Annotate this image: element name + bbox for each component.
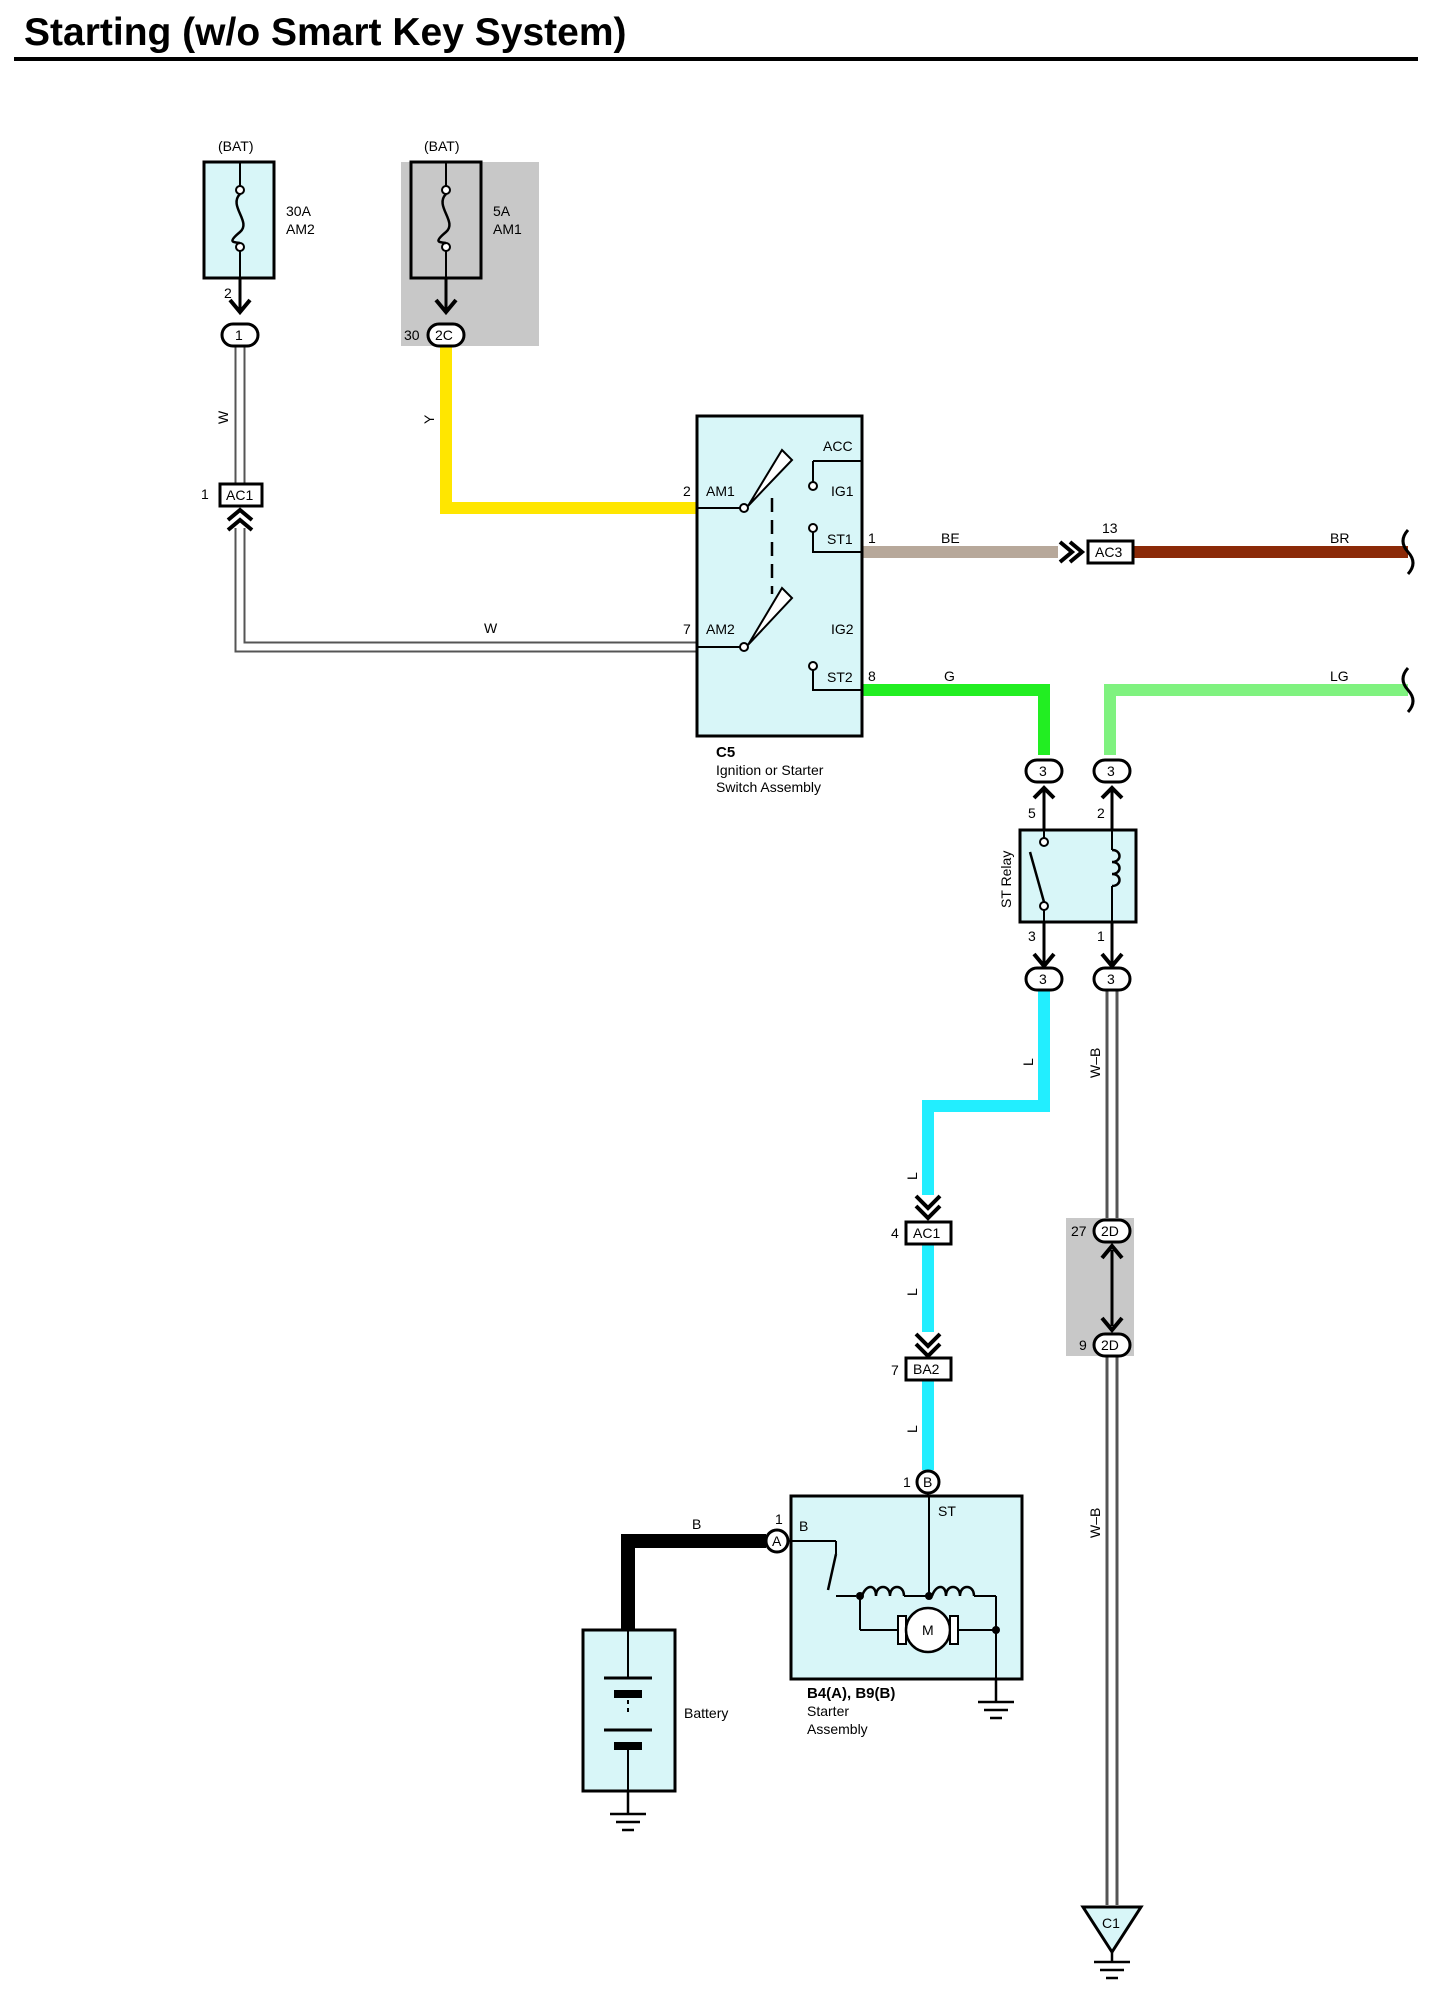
switch-code: C5 (716, 744, 735, 761)
junction-2d-name-bottom: 2D (1101, 1337, 1119, 1353)
ba2-pin: 7 (891, 1362, 899, 1378)
wire-label-g: G (944, 668, 955, 684)
wire-label-be: BE (941, 530, 960, 546)
connector-ba2: 7 BA2 (891, 1332, 953, 1382)
connector-ac3: 13 AC3 (1058, 520, 1135, 565)
starter-code: B4(A), B9(B) (807, 1685, 895, 1702)
fuse-am2-conn: 1 (235, 327, 243, 343)
wire-label-w2: W (484, 620, 498, 636)
fuse-am2-source: (BAT) (218, 138, 254, 154)
wire-label-l4: L (904, 1425, 920, 1433)
ac1-low-name: AC1 (913, 1225, 940, 1241)
fuse-am2-pin: 2 (224, 285, 232, 301)
fuse-am2-rating: 30A (286, 203, 312, 219)
switch-pin-st1: 1 (868, 530, 876, 546)
connector-ac1-low: 4 AC1 (891, 1194, 953, 1246)
wire-label-y: Y (421, 414, 437, 424)
starter-pin-b: 1 (903, 1474, 911, 1490)
wire-label-wb1: W–B (1087, 1048, 1103, 1078)
ac1-top-name: AC1 (226, 487, 253, 503)
wire-label-l1: L (1020, 1058, 1036, 1066)
switch-pin-am2: 7 (683, 621, 691, 637)
wire-b (621, 1534, 766, 1630)
ground-c1: C1 (1080, 1905, 1144, 1980)
junction-2d-name-top: 2D (1101, 1223, 1119, 1239)
wire-l (922, 990, 1050, 1195)
relay-name: ST Relay (998, 851, 1014, 908)
wire-label-wb2: W–B (1087, 1508, 1103, 1538)
fuse-am1: (BAT) 5A AM1 30 2C (404, 138, 522, 348)
wire-y (440, 346, 697, 514)
fuse-am2-name: AM2 (286, 221, 315, 237)
switch-label-ig1: IG1 (831, 483, 854, 499)
starter-label-b: B (799, 1518, 808, 1534)
relay-conn-top-left: 3 (1039, 763, 1047, 779)
wire-label-b: B (692, 1516, 701, 1532)
switch-name-line2: Switch Assembly (716, 779, 821, 795)
fuse-am1-pin: 30 (404, 327, 420, 343)
switch-pin-am1: 2 (683, 483, 691, 499)
relay-pin1: 1 (1097, 928, 1105, 944)
wire-label-br: BR (1330, 530, 1349, 546)
ba2-name: BA2 (913, 1361, 940, 1377)
starter-label-st: ST (938, 1503, 956, 1519)
junction-2d: 27 2D 9 2D (1071, 1218, 1132, 1358)
switch-label-ig2: IG2 (831, 621, 854, 637)
starter-motor-label: M (922, 1622, 934, 1638)
starter-conn-a: A (772, 1533, 782, 1549)
fuse-am1-name: AM1 (493, 221, 522, 237)
battery: Battery (581, 1628, 728, 1832)
relay-conn-bottom-left: 3 (1039, 971, 1047, 987)
ac1-low-pin: 4 (891, 1225, 899, 1241)
starter-conn-b: B (923, 1474, 932, 1490)
title-underline (14, 57, 1418, 61)
switch-name-line1: Ignition or Starter (716, 762, 824, 778)
ac3-name: AC3 (1095, 544, 1122, 560)
junction-2d-pin-bottom: 9 (1079, 1337, 1087, 1353)
switch-label-am2: AM2 (706, 621, 735, 637)
switch-label-st1: ST1 (827, 531, 853, 547)
wire-break-lg (1401, 666, 1415, 714)
relay-conn-top-right: 3 (1107, 763, 1115, 779)
ground-c1-label: C1 (1102, 1915, 1120, 1931)
starter-name-line1: Starter (807, 1703, 849, 1719)
wire-lg (1104, 684, 1408, 755)
wire-label-w1: W (215, 410, 231, 424)
switch-pin-st2: 8 (868, 668, 876, 684)
wire-label-l2: L (904, 1172, 920, 1180)
wire-w (234, 346, 697, 653)
switch-label-st2: ST2 (827, 669, 853, 685)
switch-label-am1: AM1 (706, 483, 735, 499)
ac1-top-pin: 1 (201, 486, 209, 502)
junction-2d-pin-top: 27 (1071, 1223, 1087, 1239)
relay-pin5: 5 (1028, 805, 1036, 821)
fuse-am2: (BAT) 30A AM2 2 1 (202, 138, 315, 348)
battery-label: Battery (684, 1705, 728, 1721)
wire-label-lg: LG (1330, 668, 1349, 684)
fuse-am1-rating: 5A (493, 203, 511, 219)
relay-conn-bottom-right: 3 (1107, 971, 1115, 987)
relay-pin3: 3 (1028, 928, 1036, 944)
relay-pin2: 2 (1097, 805, 1105, 821)
st-relay: 3 3 5 2 ST Relay 3 1 3 3 (998, 758, 1138, 992)
connector-ac1-top: 1 AC1 (201, 482, 264, 532)
starter-name-line2: Assembly (807, 1721, 868, 1737)
fuse-am1-source: (BAT) (424, 138, 460, 154)
ac3-pin: 13 (1102, 520, 1118, 536)
fuse-am1-conn: 2C (435, 327, 453, 343)
wire-break-br (1401, 528, 1415, 576)
switch-label-acc: ACC (823, 438, 853, 454)
starter-assembly: 1 B ST 1 A B M B4(A), (764, 1469, 1024, 1737)
wire-label-l3: L (904, 1288, 920, 1296)
starter-pin-a: 1 (775, 1511, 783, 1527)
page-title: Starting (w/o Smart Key System) (24, 11, 626, 54)
wire-g (862, 684, 1050, 755)
ignition-switch-c5: 2 AM1 7 AM2 ACC IG1 ST1 IG2 ST2 1 8 C5 I… (683, 414, 876, 795)
